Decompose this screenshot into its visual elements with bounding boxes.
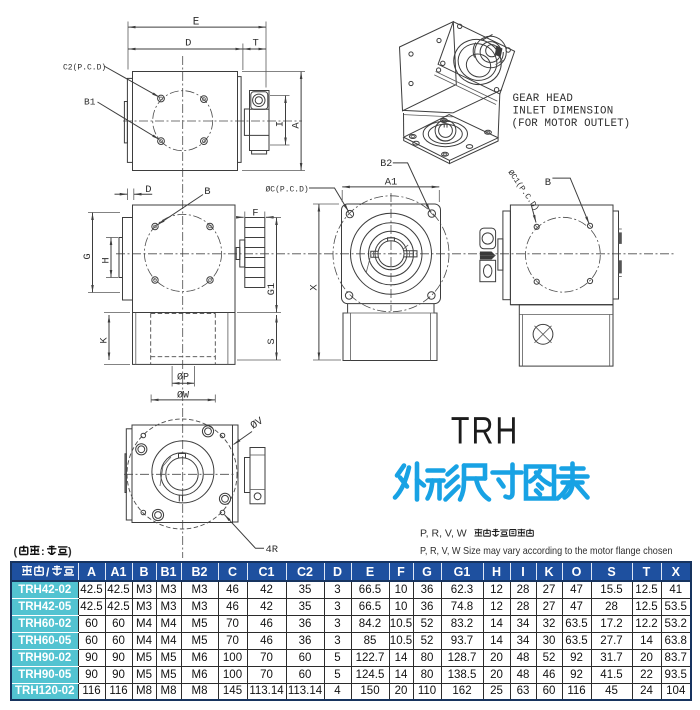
svg-text:G1: G1 — [266, 283, 278, 296]
svg-text:A1: A1 — [385, 177, 398, 189]
svg-text:(: ( — [14, 546, 18, 558]
svg-text:ØW: ØW — [177, 390, 189, 402]
svg-text:X: X — [308, 284, 320, 291]
svg-text:K: K — [99, 337, 111, 344]
svg-text:C2(P.C.D): C2(P.C.D) — [63, 64, 106, 73]
svg-text:D: D — [185, 38, 191, 50]
svg-text:P, R, V, W Size may vary accor: P, R, V, W Size may vary according to th… — [420, 545, 673, 557]
svg-text:D: D — [145, 184, 151, 196]
svg-text:B1: B1 — [84, 97, 96, 108]
svg-text:P, R, V, W: P, R, V, W — [420, 528, 470, 540]
svg-text:/: / — [46, 566, 50, 580]
svg-text:4R: 4R — [266, 544, 279, 556]
svg-text:): ) — [68, 546, 72, 558]
svg-text:INLET DIMENSION: INLET DIMENSION — [513, 106, 614, 118]
svg-text:B: B — [545, 177, 551, 189]
svg-text:ØC(P.C.D): ØC(P.C.D) — [266, 186, 309, 195]
svg-text::: : — [41, 546, 45, 558]
svg-text:I: I — [275, 121, 287, 127]
svg-text:E: E — [193, 17, 200, 29]
svg-text:T: T — [253, 38, 259, 50]
svg-text:B: B — [204, 186, 210, 198]
svg-text:H: H — [101, 257, 113, 263]
svg-text:TRH: TRH — [451, 410, 519, 452]
svg-text:ØV: ØV — [249, 415, 267, 432]
svg-text:(FOR MOTOR OUTLET): (FOR MOTOR OUTLET) — [512, 118, 631, 130]
svg-text:GEAR HEAD: GEAR HEAD — [513, 93, 574, 105]
svg-text:S: S — [266, 338, 278, 344]
svg-text:B2: B2 — [380, 159, 392, 170]
svg-text:F: F — [252, 208, 258, 220]
svg-text:G: G — [82, 253, 94, 259]
svg-text:A: A — [290, 122, 302, 129]
svg-text:ØP: ØP — [177, 372, 189, 384]
